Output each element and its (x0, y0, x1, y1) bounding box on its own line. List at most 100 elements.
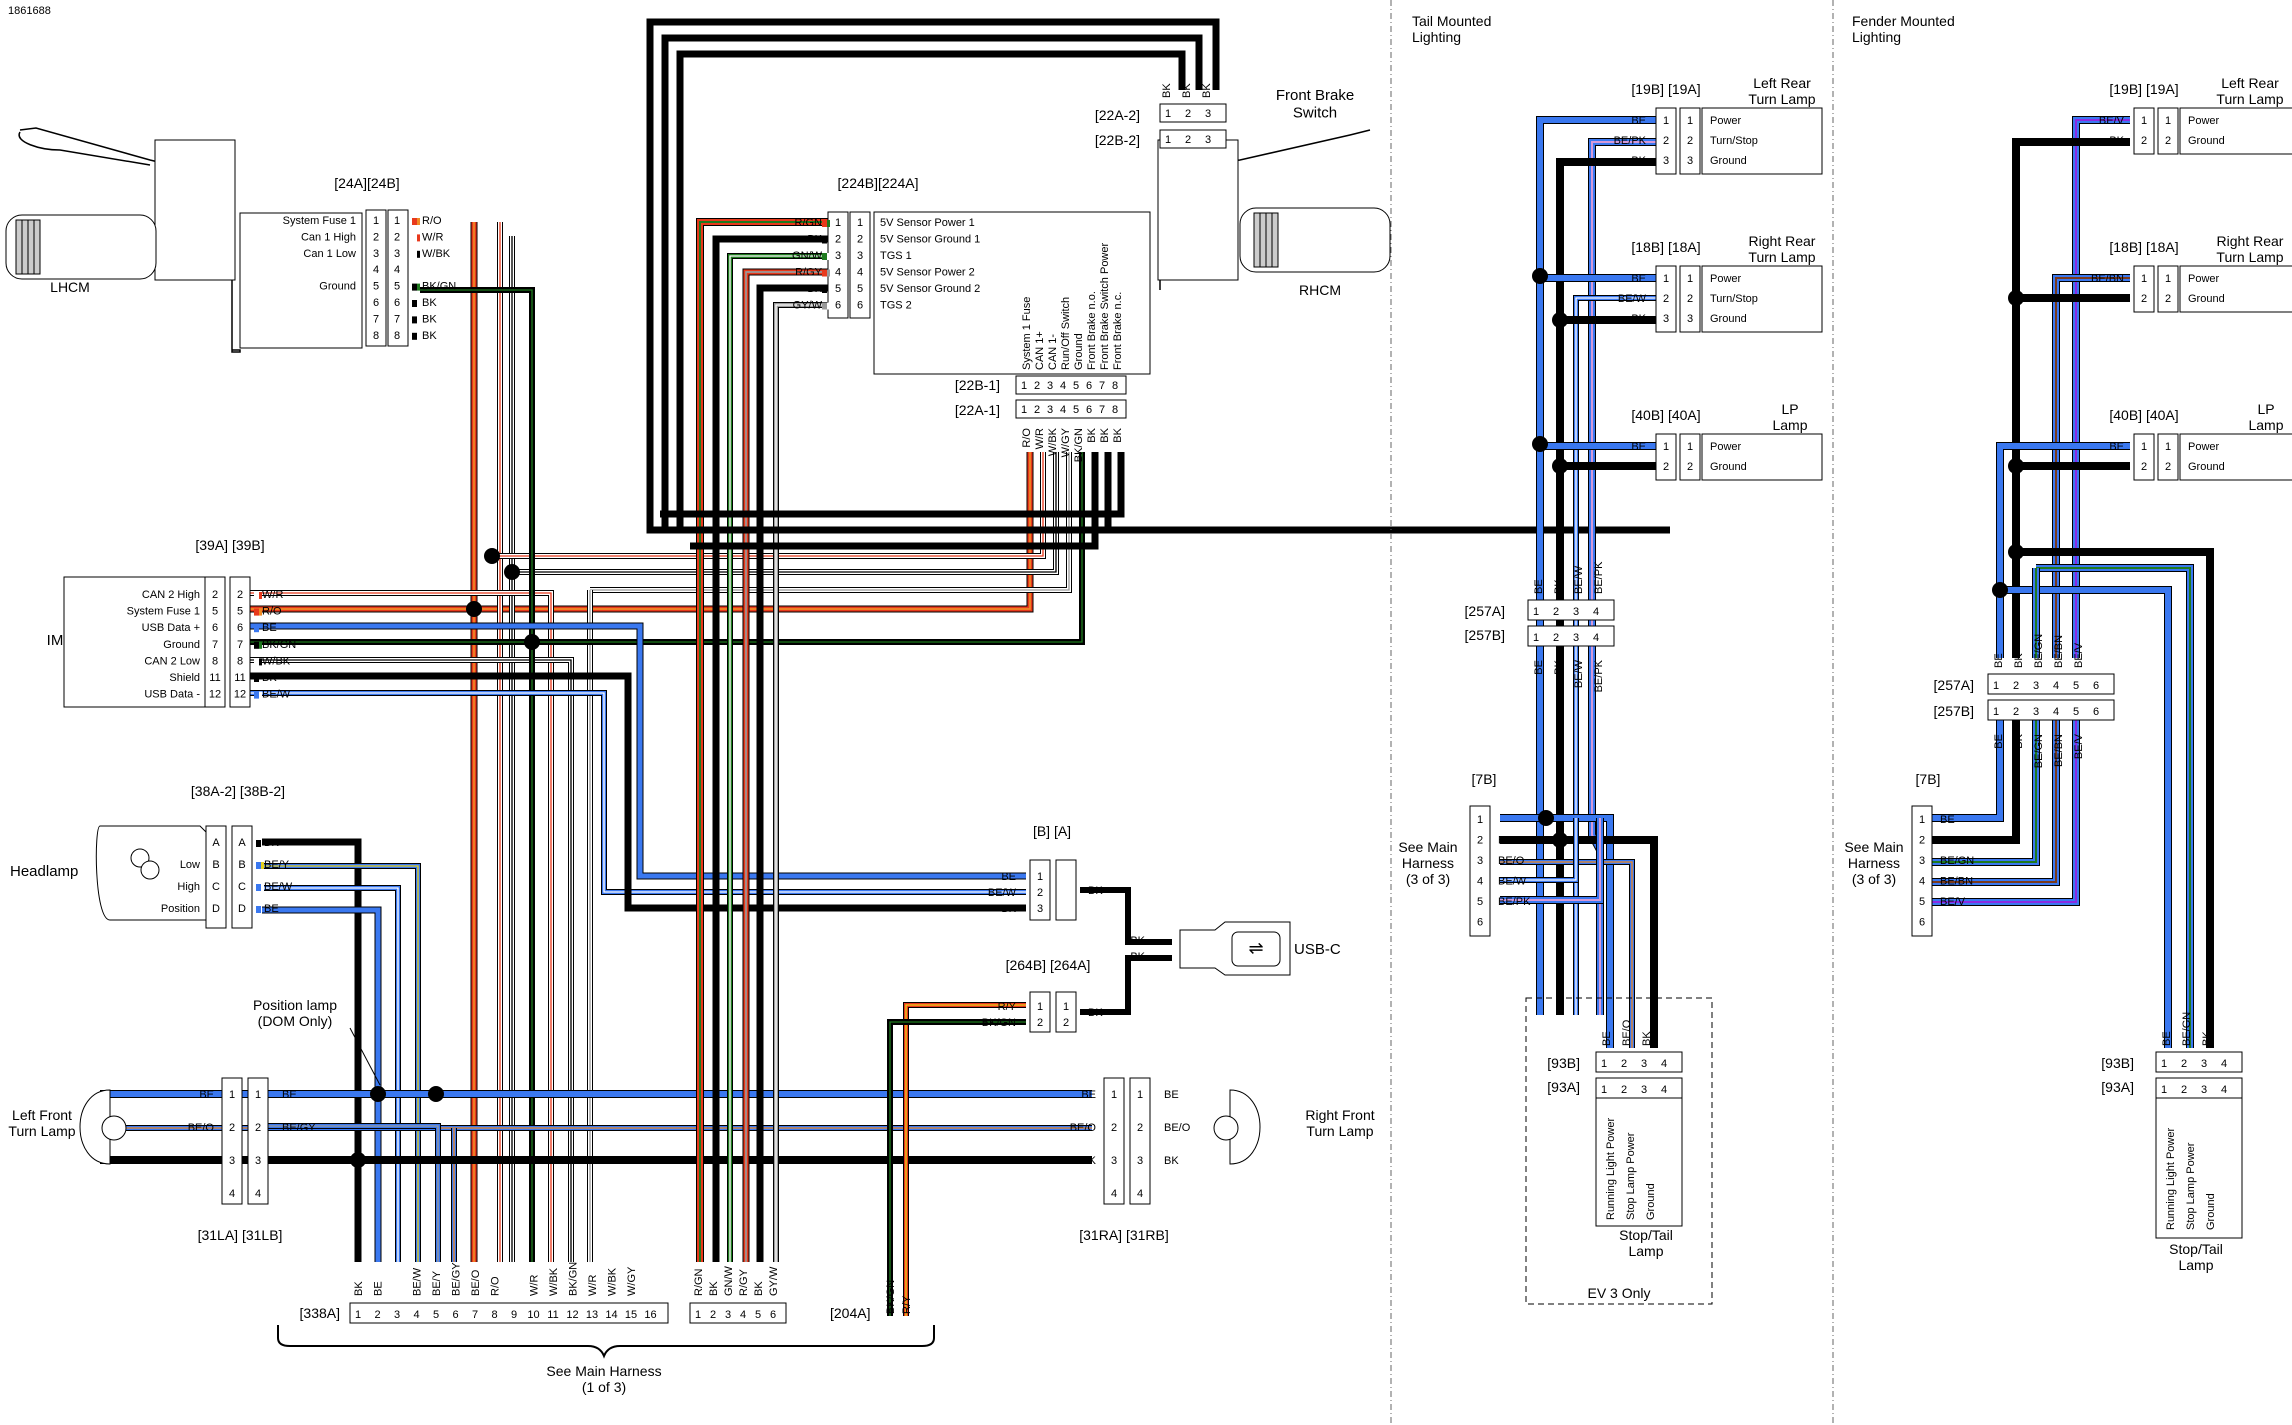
pin-number: 2 (373, 231, 379, 243)
c22-func: Run/Off Switch (1060, 297, 1072, 370)
pin-number: 5 (1073, 380, 1079, 392)
wire-code: BK (1161, 83, 1173, 98)
wire-gy-w (774, 303, 828, 1262)
connector-38a (205, 825, 227, 929)
lamp-pin-func: Ground (2188, 293, 2225, 305)
wire-code: BK (264, 837, 279, 849)
pin-number: A (212, 837, 220, 849)
lamp-pin-func: Ground (1710, 313, 1747, 325)
connector-338-label: [338A] (300, 1305, 340, 1321)
wire-code: GY/W (768, 1266, 780, 1296)
stop-lamp-func: Stop Lamp Power (2185, 1142, 2197, 1230)
wire-code: BE/V (2099, 115, 2125, 127)
wire-code: BK (1641, 1031, 1653, 1046)
pin-number: 5 (1073, 404, 1079, 416)
pin-number: 1 (2161, 1058, 2167, 1070)
pin-number: 2 (237, 589, 243, 601)
connector-ba-label: [B] [A] (1033, 823, 1071, 839)
wire-code: BK (2109, 135, 2124, 147)
pin-number: 1 (1663, 273, 1669, 285)
tail-257b (1527, 625, 1615, 647)
fender-19-label: [19B] [19A] (2109, 81, 2178, 97)
connector-39b (229, 576, 251, 708)
pin-number: 4 (2221, 1084, 2227, 1096)
pin-number: 2 (2181, 1084, 2187, 1096)
tail-257a (1527, 599, 1615, 621)
ev3-label: EV 3 Only (1587, 1285, 1650, 1301)
connector-31rb (1129, 1077, 1151, 1205)
rhcm-pin-func: 5V Sensor Ground 2 (880, 283, 980, 295)
rhcm-pin-func: 5V Sensor Power 2 (880, 267, 975, 279)
tail-93a-label: [93A] (1547, 1079, 1580, 1095)
tail-19-b (1655, 107, 1677, 175)
pin-number: 8 (394, 330, 400, 342)
splice-dot (1992, 582, 2008, 598)
wire-be-y (262, 865, 419, 1262)
wire-code: R/Y (901, 1295, 913, 1314)
pin-number: 6 (2093, 706, 2099, 718)
wire-swatch (254, 675, 259, 682)
stop-lamp-func: Ground (2205, 1193, 2217, 1230)
wire-code: BE/O (1164, 1122, 1191, 1134)
lhcm-pin-func: System Fuse 1 (283, 215, 356, 227)
pin-number: 4 (1477, 876, 1483, 888)
wire-code: R/O (1021, 428, 1033, 448)
wire-bk (250, 673, 1026, 911)
wire-code: W/GY (1060, 427, 1072, 457)
wire-code: BK (262, 672, 277, 684)
pin-number: 4 (2221, 1058, 2227, 1070)
wire-bk (1080, 956, 1172, 1014)
wire-code: BK (1130, 951, 1145, 963)
pin-number: 2 (1663, 293, 1669, 305)
connector-22a2 (1159, 103, 1227, 123)
wire-be-gn (2036, 567, 2191, 1048)
pin-number: 3 (1641, 1084, 1647, 1096)
c22-func: System 1 Fuse (1021, 297, 1033, 370)
lhcm-bar (19, 127, 241, 353)
wire-be-w (262, 887, 399, 1262)
pin-number: 1 (394, 215, 400, 227)
wire-code: BK/GN (262, 639, 296, 651)
pin-number: 1 (1021, 380, 1027, 392)
wire-code: BE/W (1573, 659, 1585, 688)
wire-be (1930, 720, 2003, 821)
wire-code: BE (1993, 653, 2005, 668)
rhcm-label: RHCM (1299, 282, 1341, 298)
pin-number: 2 (1663, 461, 1669, 473)
fender-19-a (2157, 107, 2179, 155)
grip-ridge (21, 219, 29, 275)
tail-93b (1595, 1051, 1683, 1073)
c22-func: Front Brake Switch Power (1099, 243, 1111, 370)
wire-code: BE/PK (1593, 659, 1605, 692)
fender-40-b (2133, 433, 2155, 481)
wire-w-bk (250, 659, 572, 1262)
wire-code: BK (1001, 903, 1016, 915)
connector-31r-label: [31RA] [31RB] (1079, 1227, 1169, 1243)
wire-r-o (474, 452, 1031, 610)
wire-code: BE/V (1940, 896, 1966, 908)
wire-bk (2013, 139, 2130, 658)
wire-w-bk (250, 658, 573, 1262)
connector-22b2-label: [22B-2] (1095, 132, 1140, 148)
wire-w-bk (250, 657, 574, 1262)
pin-number: 9 (511, 1309, 517, 1321)
pin-number: 4 (1111, 1188, 1117, 1200)
headlamp-pin-label: Low (180, 859, 200, 871)
wire-code: BK (199, 1155, 214, 1167)
pin-number: 2 (1034, 404, 1040, 416)
pin-number: 15 (625, 1309, 637, 1321)
pin-number: 3 (1641, 1058, 1647, 1070)
wire-swatch (827, 220, 830, 227)
connector-38-label: [38A-2] [38B-2] (191, 783, 285, 799)
wire-bk (1500, 837, 1657, 1048)
pin-number: 3 (1037, 903, 1043, 915)
wire-swatch (412, 332, 417, 340)
pin-number: 1 (2165, 441, 2171, 453)
wire-code: BE/V (2073, 733, 2085, 759)
wire-be-gy (260, 1123, 441, 1262)
wire-layer (100, 18, 2214, 1316)
